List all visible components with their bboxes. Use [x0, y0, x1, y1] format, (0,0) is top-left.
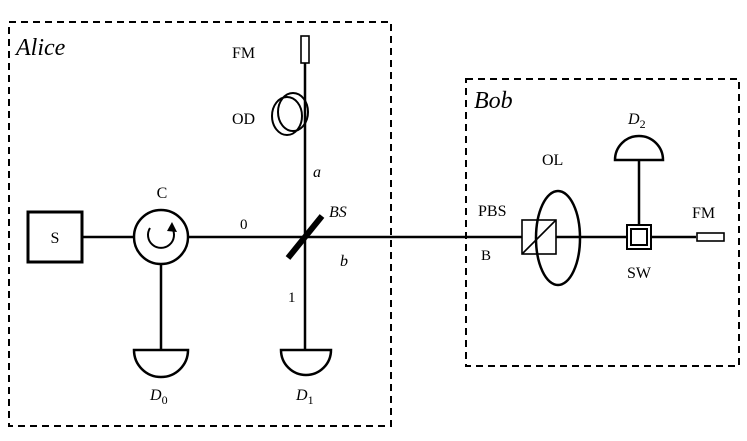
bob-label: Bob	[474, 88, 513, 114]
source-box	[26, 210, 84, 264]
detector-d0-label: D0	[149, 387, 168, 407]
alice-fm-label: FM	[232, 45, 255, 62]
circulator-arrowhead-icon	[167, 222, 177, 232]
path-label-0: 0	[240, 217, 248, 233]
bob-faraday-mirror	[696, 232, 725, 242]
optical-loop-icon	[534, 189, 582, 287]
circulator	[132, 208, 190, 266]
optical-loop-label: OL	[542, 152, 563, 169]
path-label-1: 1	[288, 290, 296, 306]
polarizing-beam-splitter	[521, 219, 557, 255]
circulator-circle	[132, 208, 190, 266]
alice-label: Alice	[14, 35, 66, 61]
beam-splitter-label: BS	[329, 204, 347, 221]
circulator-label: C	[157, 185, 168, 202]
detector-d0-icon	[132, 348, 190, 379]
pbs-label: PBS	[478, 203, 506, 220]
source-label: S	[51, 230, 60, 247]
detector-d1-icon	[279, 348, 333, 377]
switch-label: SW	[627, 265, 652, 282]
detector-d2-icon	[613, 134, 665, 162]
path-label-bob-input: B	[481, 248, 491, 264]
bob-box	[465, 78, 740, 367]
optical-delay-coil-icon	[271, 92, 309, 136]
alice-box	[8, 21, 392, 427]
alice-faraday-mirror	[300, 35, 310, 64]
circulator-arrow-icon	[147, 227, 175, 249]
path-label-b: b	[340, 253, 348, 270]
path-label-a: a	[313, 164, 321, 181]
beam-splitter	[285, 214, 325, 260]
detector-d1-label: D1	[295, 387, 314, 407]
switch-icon	[626, 224, 652, 250]
bob-fm-label: FM	[692, 205, 715, 222]
fiber-lines	[82, 63, 696, 350]
detector-d2-label: D2	[627, 111, 646, 131]
optical-delay-label: OD	[232, 111, 255, 128]
